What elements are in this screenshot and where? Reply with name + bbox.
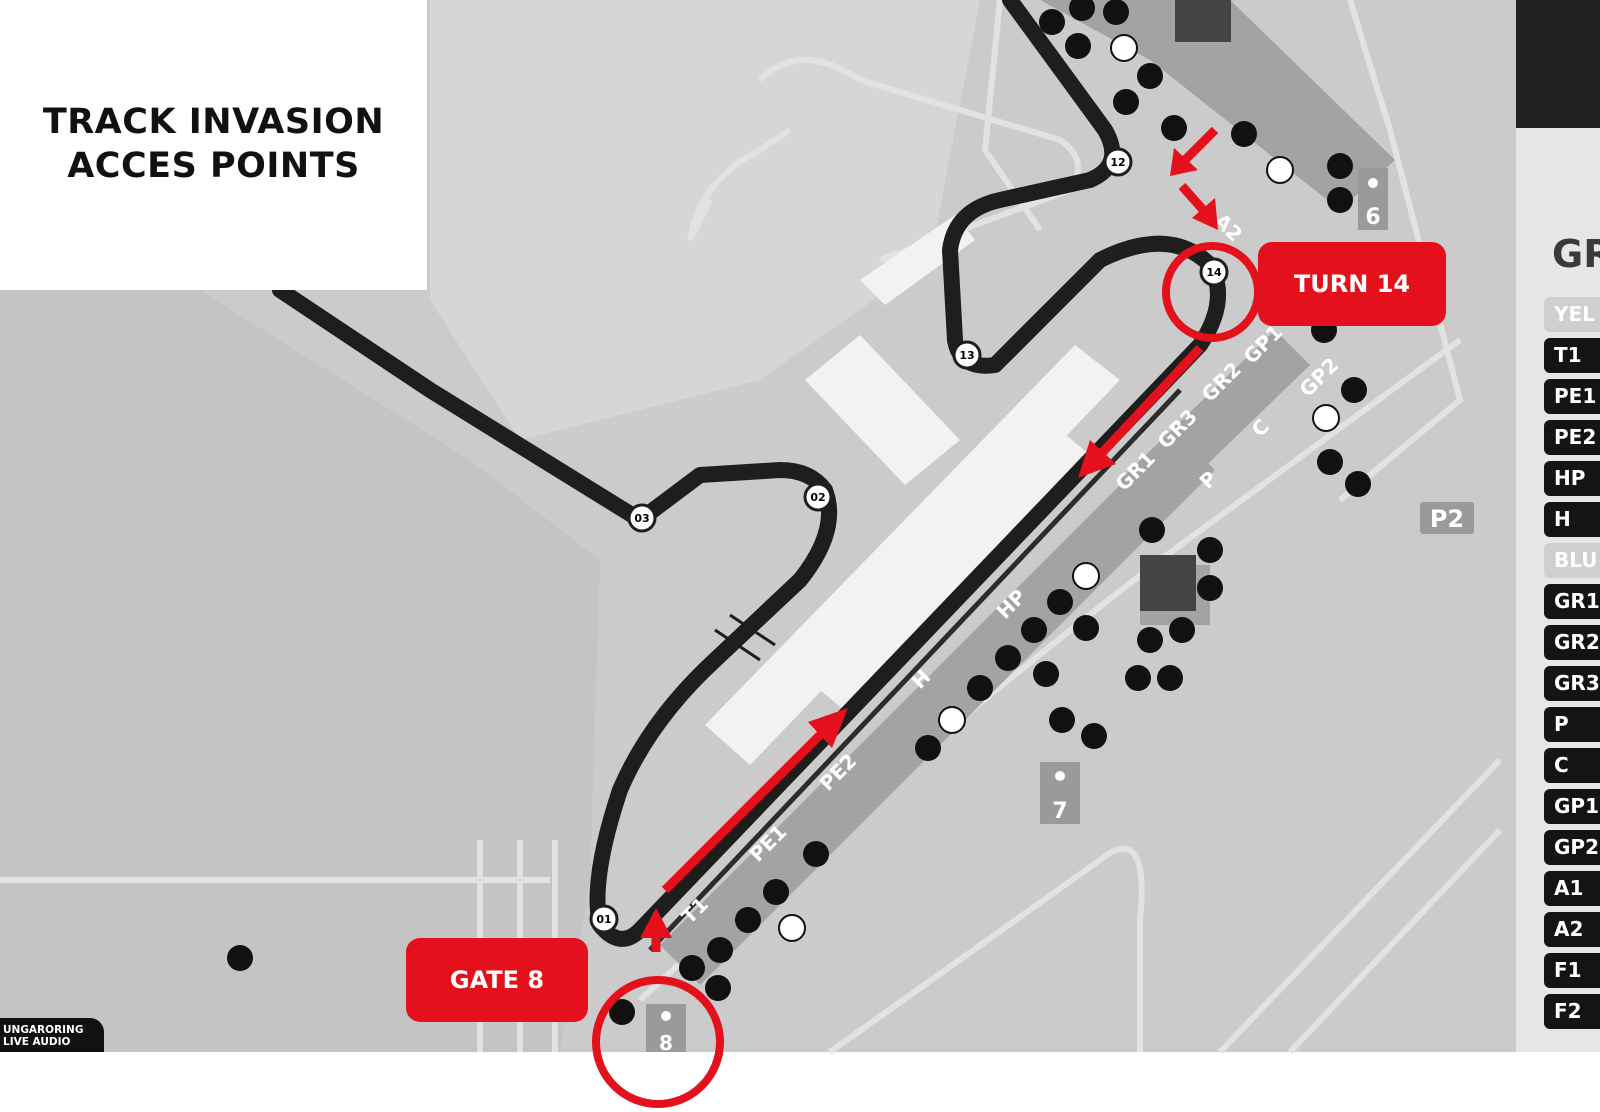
turn-label: 12 [1110,156,1125,169]
legend-item: GR1 [1544,584,1600,619]
gate-marker: 6 [1358,168,1388,230]
gate-marker: 7 [1040,762,1080,824]
turn-marker: 14 [1199,257,1229,287]
gate-markers: 6 7 8 [646,168,1388,1055]
legend-item: C [1544,748,1600,783]
legend-item: T1 [1544,338,1600,373]
legend-group-header: YEL [1544,297,1600,332]
route-gate6-arrow-2 [1178,183,1209,215]
map-title-line2: ACCES POINTS [67,146,360,186]
gate8-callout: GATE 8 [406,938,588,1022]
pit-lane [648,388,1182,952]
turn-label: 02 [810,491,825,504]
legend-item: PE2 [1544,420,1600,455]
parking-sign: P2 [1420,502,1474,534]
legend-item: GR3 [1544,666,1600,701]
gate-number: 7 [1052,799,1067,824]
turn-marker: 03 [627,503,657,533]
legend-heading: GR [1552,232,1600,276]
title-panel: TRACK INVASION ACCES POINTS [0,0,427,290]
turn-label: 13 [959,349,974,362]
legend-item: HP [1544,461,1600,496]
legend-item: H [1544,502,1600,537]
gate-marker: 8 [646,1004,686,1055]
route-gate6-arrow-1 [1181,126,1219,164]
facility-icon-group [227,0,1371,1025]
route-turn14-arrow [1096,344,1204,459]
legend-item: GP2 [1544,830,1600,865]
gate-number: 8 [659,1031,673,1055]
route-gate8-arrow [661,726,829,894]
turn-label: 03 [634,512,649,525]
turn-marker: 02 [803,482,833,512]
map-title-line1: TRACK INVASION [42,102,385,143]
paddock-buildings [705,215,1120,765]
legend-group-header: BLU [1544,543,1600,578]
legend-item: PE1 [1544,379,1600,414]
turn-marker: 13 [952,340,982,370]
turn-marker: 01 [589,904,619,934]
race-track [272,0,1226,947]
legend-item: P [1544,707,1600,742]
logo-line1: UNGARORING [3,1024,84,1036]
legend-item: GP1 [1544,789,1600,824]
turn-label: 01 [596,913,611,926]
parking-label: P2 [1430,505,1464,533]
turn-marker: 12 [1103,147,1133,177]
logo-line2: LIVE AUDIO [3,1036,71,1048]
invasion-routes [640,126,1219,952]
legend-item: GR2 [1544,625,1600,660]
legend-header-block [1516,0,1600,128]
legend-item: A1 [1544,871,1600,906]
bridge [714,613,776,662]
gate8-highlight [592,976,724,1108]
legend-item: F1 [1544,953,1600,988]
turn14-callout: TURN 14 [1258,242,1446,326]
turn-label: 14 [1206,266,1222,279]
hatched-zones [1140,0,1231,611]
legend-item: A2 [1544,912,1600,947]
radio-logo: UNGARORING LIVE AUDIO [0,1018,104,1052]
infield-area [430,0,980,440]
turn-markers: 01 02 03 12 13 14 [589,147,1229,934]
west-field [0,290,600,1052]
legend-item: F2 [1544,994,1600,1029]
facility-icons [227,0,1371,1025]
gate-number: 6 [1365,205,1380,230]
